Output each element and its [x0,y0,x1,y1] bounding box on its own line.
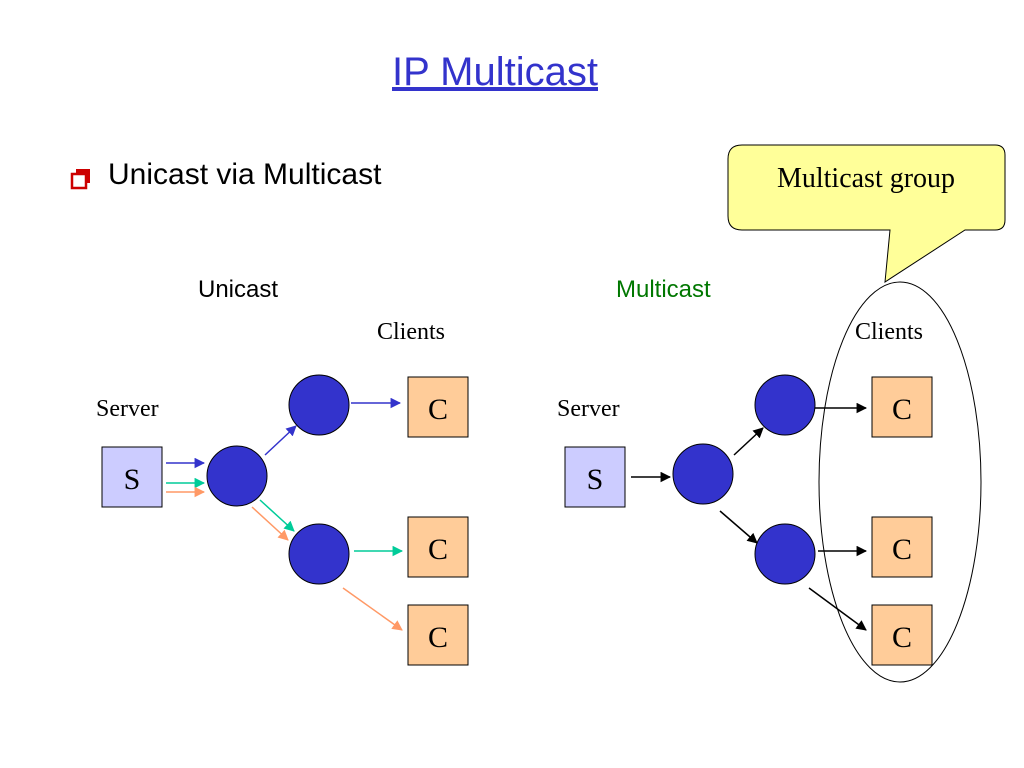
unicast-client-label-3: C [428,621,448,654]
unicast-server-box [101,446,163,508]
unicast-client-label-2: C [428,533,448,566]
multicast-clients-label: Clients [855,319,923,345]
multicast-client-box-3 [871,604,933,666]
unicast-clients-label: Clients [377,319,445,345]
multicast-client-label-1: C [892,393,912,426]
multicast-client-box-1 [871,376,933,438]
unicast-server-label: Server [96,396,159,422]
unicast-stream-orange-client [342,587,403,631]
multicast-server-node-label: S [587,463,604,496]
unicast-stream-green-hop [259,499,295,532]
unicast-server-node-label: S [124,463,141,496]
multicast-arrow-hop-top [733,427,764,456]
multicast-router-bottom [754,523,816,585]
multicast-client-label-2: C [892,533,912,566]
multicast-client-box-2 [871,516,933,578]
callout-label: Multicast group [777,163,955,194]
unicast-stream-blue-hop [264,425,297,456]
unicast-stream-orange-hop [251,506,289,541]
multicast-router-top [754,374,816,436]
multicast-server-label: Server [557,396,620,422]
multicast-group-callout [727,144,1006,283]
unicast-client-box-3 [407,604,469,666]
unicast-router-top [288,374,350,436]
unicast-client-box-2 [407,516,469,578]
unicast-heading: Unicast [198,276,278,303]
multicast-group-ellipse [818,281,982,683]
unicast-client-box-1 [407,376,469,438]
unicast-router-center [206,445,268,507]
unicast-router-bottom [288,523,350,585]
slide-title: IP Multicast [392,50,598,94]
multicast-arrow-client-3 [808,587,867,631]
multicast-heading: Multicast [616,276,711,303]
unicast-client-label-1: C [428,393,448,426]
hollow-square-bullet-icon [70,169,90,190]
multicast-server-box [564,446,626,508]
multicast-arrow-hop-bottom [719,510,758,544]
multicast-client-label-3: C [892,621,912,654]
bullet-text: Unicast via Multicast [108,158,382,191]
multicast-router-center [672,443,734,505]
